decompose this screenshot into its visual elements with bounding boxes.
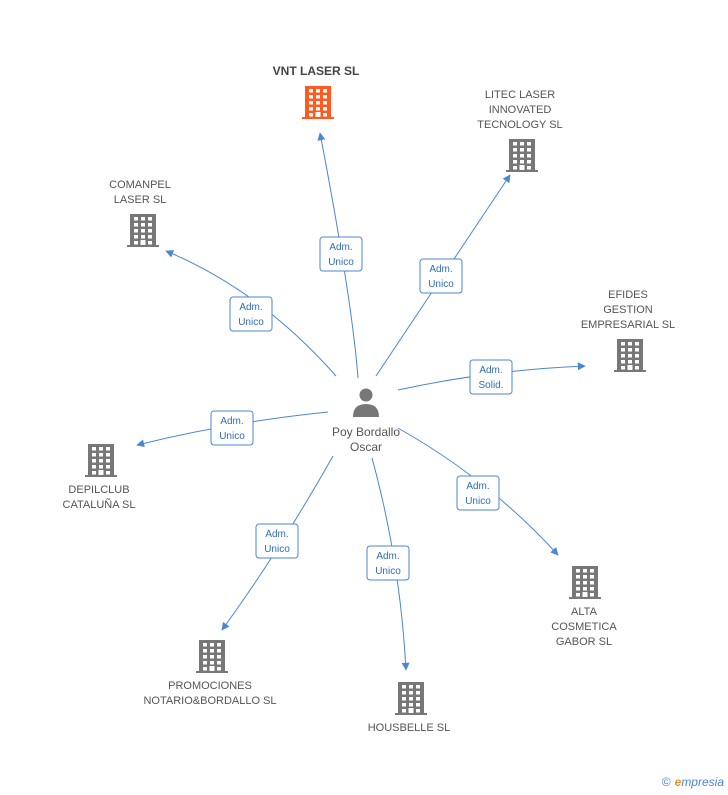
role-badge-depilclub[interactable]: Adm. Unico bbox=[210, 410, 254, 446]
role-box bbox=[255, 523, 299, 559]
company-label-litec[interactable]: LITEC LASER INNOVATED TECNOLOGY SL bbox=[477, 89, 562, 131]
company-label-line: LASER SL bbox=[114, 194, 167, 206]
building-icon-depilclub[interactable] bbox=[85, 444, 117, 477]
building-icon-litec[interactable] bbox=[506, 139, 538, 172]
company-label-housbelle[interactable]: HOUSBELLE SL bbox=[368, 722, 451, 734]
copyright-icon: © bbox=[661, 775, 671, 789]
company-label-line: CATALUÑA SL bbox=[63, 498, 136, 511]
role-text: Adm. bbox=[479, 365, 502, 376]
role-text: Solid. bbox=[478, 380, 503, 391]
role-badge-alta[interactable]: Adm. Unico bbox=[456, 475, 500, 511]
role-box bbox=[229, 296, 273, 332]
role-text: Adm. bbox=[329, 242, 352, 253]
company-label-line: NOTARIO&BORDALLO SL bbox=[143, 695, 276, 707]
role-text: Unico bbox=[375, 566, 401, 577]
brand-logo-text: mpresia bbox=[681, 775, 724, 789]
role-text: Adm. bbox=[429, 264, 452, 275]
edge-vnt bbox=[317, 132, 359, 379]
role-badge-vnt[interactable]: Adm. Unico bbox=[319, 236, 363, 272]
building-icon-alta[interactable] bbox=[569, 566, 601, 599]
role-box bbox=[456, 475, 500, 511]
company-label-line: COMANPEL bbox=[109, 179, 171, 191]
building-icon-comanpel[interactable] bbox=[127, 214, 159, 247]
company-label-line: EFIDES bbox=[608, 289, 648, 301]
role-text: Unico bbox=[465, 496, 491, 507]
role-text: Unico bbox=[428, 279, 454, 290]
company-label-line: COSMETICA bbox=[551, 621, 617, 633]
building-icon-efides[interactable] bbox=[614, 339, 646, 372]
role-box bbox=[319, 236, 363, 272]
company-label-alta[interactable]: ALTA COSMETICA GABOR SL bbox=[551, 606, 617, 648]
brand-logo-initial: e bbox=[674, 775, 682, 789]
brand-footer[interactable]: ©empresia bbox=[662, 775, 724, 789]
company-label-line: EMPRESARIAL SL bbox=[581, 319, 675, 331]
company-label-comanpel[interactable]: COMANPEL LASER SL bbox=[109, 179, 171, 206]
building-icon-promociones[interactable] bbox=[196, 640, 228, 673]
person-name-line: Poy Bordallo bbox=[332, 425, 400, 439]
role-badge-housbelle[interactable]: Adm. Unico bbox=[366, 545, 410, 581]
building-icon-housbelle[interactable] bbox=[395, 682, 427, 715]
company-label-line: INNOVATED bbox=[489, 104, 552, 116]
role-badge-efides[interactable]: Adm. Solid. bbox=[469, 359, 513, 395]
role-badge-promociones[interactable]: Adm. Unico bbox=[255, 523, 299, 559]
role-text: Unico bbox=[264, 544, 290, 555]
role-text: Adm. bbox=[466, 481, 489, 492]
company-label-line: VNT LASER SL bbox=[273, 64, 360, 78]
role-badge-litec[interactable]: Adm. Unico bbox=[419, 258, 463, 294]
role-text: Adm. bbox=[265, 529, 288, 540]
company-label-vnt[interactable]: VNT LASER SL bbox=[273, 64, 360, 78]
role-text: Unico bbox=[328, 257, 354, 268]
role-badge-comanpel[interactable]: Adm. Unico bbox=[229, 296, 273, 332]
company-label-line: HOUSBELLE SL bbox=[368, 722, 451, 734]
person-name-line: Oscar bbox=[350, 440, 382, 454]
person-icon[interactable] bbox=[353, 388, 379, 418]
building-icon-vnt[interactable] bbox=[302, 86, 334, 119]
role-box bbox=[419, 258, 463, 294]
company-label-line: GABOR SL bbox=[556, 636, 612, 648]
role-text: Unico bbox=[219, 431, 245, 442]
company-label-line: LITEC LASER bbox=[485, 89, 555, 101]
company-label-line: DEPILCLUB bbox=[68, 484, 129, 496]
company-label-depilclub[interactable]: DEPILCLUB CATALUÑA SL bbox=[63, 484, 136, 511]
role-text: Adm. bbox=[239, 302, 262, 313]
role-text: Adm. bbox=[376, 551, 399, 562]
company-label-line: PROMOCIONES bbox=[168, 680, 252, 692]
company-label-line: ALTA bbox=[571, 606, 598, 618]
role-box bbox=[469, 359, 513, 395]
company-label-line: TECNOLOGY SL bbox=[477, 119, 562, 131]
role-text: Adm. bbox=[220, 416, 243, 427]
company-label-promociones[interactable]: PROMOCIONES NOTARIO&BORDALLO SL bbox=[143, 680, 276, 707]
company-label-efides[interactable]: EFIDES GESTION EMPRESARIAL SL bbox=[581, 289, 675, 331]
role-text: Unico bbox=[238, 317, 264, 328]
role-box bbox=[210, 410, 254, 446]
company-label-line: GESTION bbox=[603, 304, 653, 316]
role-box bbox=[366, 545, 410, 581]
